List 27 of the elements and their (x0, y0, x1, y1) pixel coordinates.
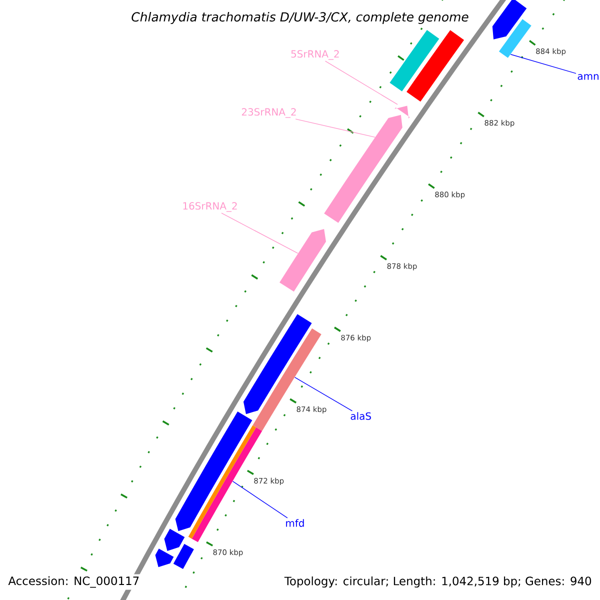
gene-label: 16SrRNA_2 (183, 202, 237, 212)
gene-label: 23SrRNA_2 (242, 108, 296, 118)
gene-feature (492, 0, 527, 40)
rrna-feature (280, 229, 326, 292)
gene-feature (498, 19, 532, 58)
gene-feature (155, 548, 174, 568)
genome-info-text: Topology: circular; Length: 1,042,519 bp; Genes: 940 (282, 574, 594, 590)
leader-line (232, 480, 288, 518)
gene-label: 5SrRNA_2 (291, 50, 339, 60)
gene-feature (173, 544, 194, 569)
leader-line (510, 54, 576, 74)
leader-line (294, 376, 353, 412)
title: Chlamydia trachomatis D/UW-3/CX, complete genome (129, 10, 471, 26)
gene-feature (243, 314, 312, 414)
gene-label: alaS (350, 412, 371, 420)
gene-label: mfd (286, 519, 304, 527)
leader-line (221, 212, 298, 254)
gene-feature (406, 30, 464, 102)
rrna-feature (394, 106, 410, 119)
gene-feature (164, 528, 185, 551)
accession-text: Accession: NC_000117 (6, 574, 142, 590)
gene-feature (390, 30, 440, 92)
rrna-feature (324, 114, 402, 223)
leader-line (324, 60, 398, 105)
leader-line (295, 118, 376, 138)
gene-label: amn (578, 74, 598, 80)
gene-feature (175, 412, 252, 532)
